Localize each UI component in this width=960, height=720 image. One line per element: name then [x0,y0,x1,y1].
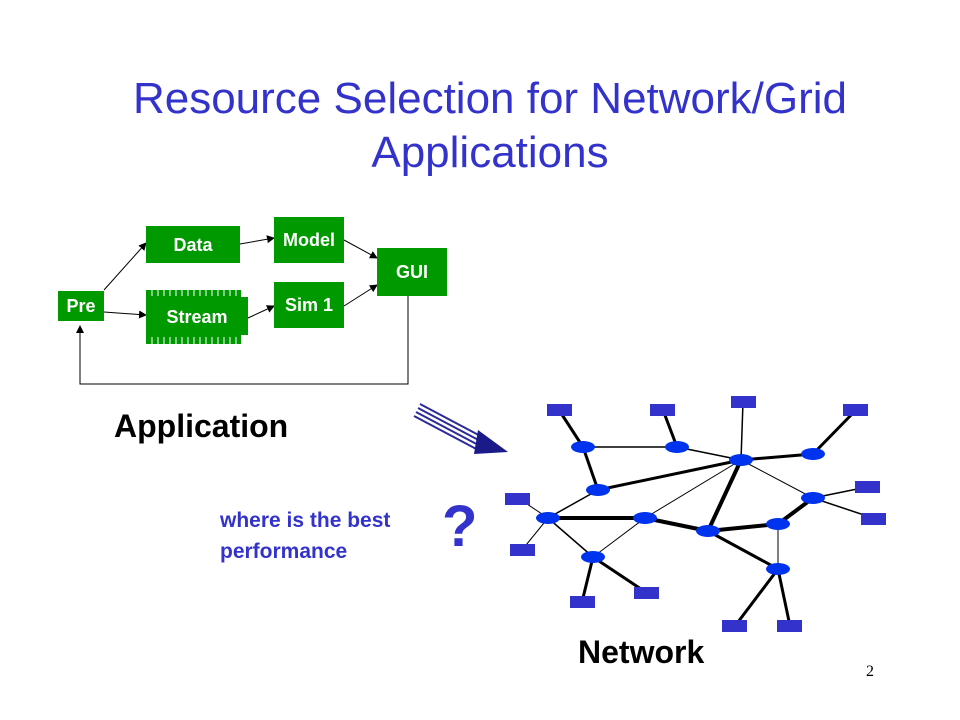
box-stream-label: Stream [166,307,227,327]
host-node [722,620,747,632]
title-line-1: Resource Selection for Network/Grid [132,74,848,123]
host-node [861,513,886,525]
mapping-arrow [413,403,508,454]
router-node [766,518,790,530]
link [707,529,779,571]
box-stream: Stream [146,290,248,344]
router-node [586,484,610,496]
application-connectors [76,235,409,385]
link [740,452,814,462]
box-sim: Sim 1 [274,282,344,328]
host-node [510,544,535,556]
box-data-label: Data [173,235,213,255]
router-node [801,448,825,460]
network-routers [536,441,825,575]
link [811,408,858,456]
link [597,458,742,492]
host-node [855,481,880,493]
host-node [570,596,595,608]
link [581,446,600,491]
box-gui: GUI [377,248,447,296]
question-mark: ? [442,494,478,559]
box-gui-label: GUI [396,262,428,282]
host-node [547,404,572,416]
link [557,409,585,448]
question-line-1: where is the best [220,509,391,532]
box-sim-label: Sim 1 [285,295,333,315]
router-node [766,563,790,575]
box-model-label: Model [283,230,335,250]
edge-sim-gui [343,284,378,307]
box-data: Data [146,226,240,263]
network-label: Network [578,634,705,670]
edge-model-gui [343,239,378,259]
link [740,401,744,461]
host-node [650,404,675,416]
router-node [581,551,605,563]
router-node [696,525,720,537]
application-label: Application [114,408,289,444]
host-node [505,493,530,505]
question-line-2: performance [220,540,348,563]
title-line-2: Applications [371,128,609,177]
edge-data-model [239,235,275,245]
link [706,459,743,532]
router-node [729,454,753,466]
host-node [634,587,659,599]
page-number: 2 [866,663,874,680]
network-links [517,401,874,627]
link [580,556,595,603]
link [547,517,594,558]
network-hosts [505,396,886,632]
link [733,568,780,627]
host-node [777,620,802,632]
question-text: where is the best performance [220,505,390,567]
router-node [571,441,595,453]
edge-gui-pre-feedback [76,296,409,385]
box-pre: Pre [58,291,104,321]
link [547,489,599,519]
stream-stripes [151,290,237,344]
slide-title: Resource Selection for Network/Grid Appl… [60,72,920,180]
router-node [633,512,657,524]
link [644,459,742,519]
link [740,459,814,499]
router-node [665,441,689,453]
router-node [536,512,560,524]
edge-stream-sim [247,305,275,319]
edge-pre-data [103,242,147,291]
host-node [731,396,756,408]
link [776,568,792,627]
link [592,517,646,558]
edge-pre-stream [103,310,147,319]
box-model: Model [274,217,344,263]
router-node [801,492,825,504]
link [661,409,679,448]
host-node [843,404,868,416]
box-pre-label: Pre [66,296,95,316]
